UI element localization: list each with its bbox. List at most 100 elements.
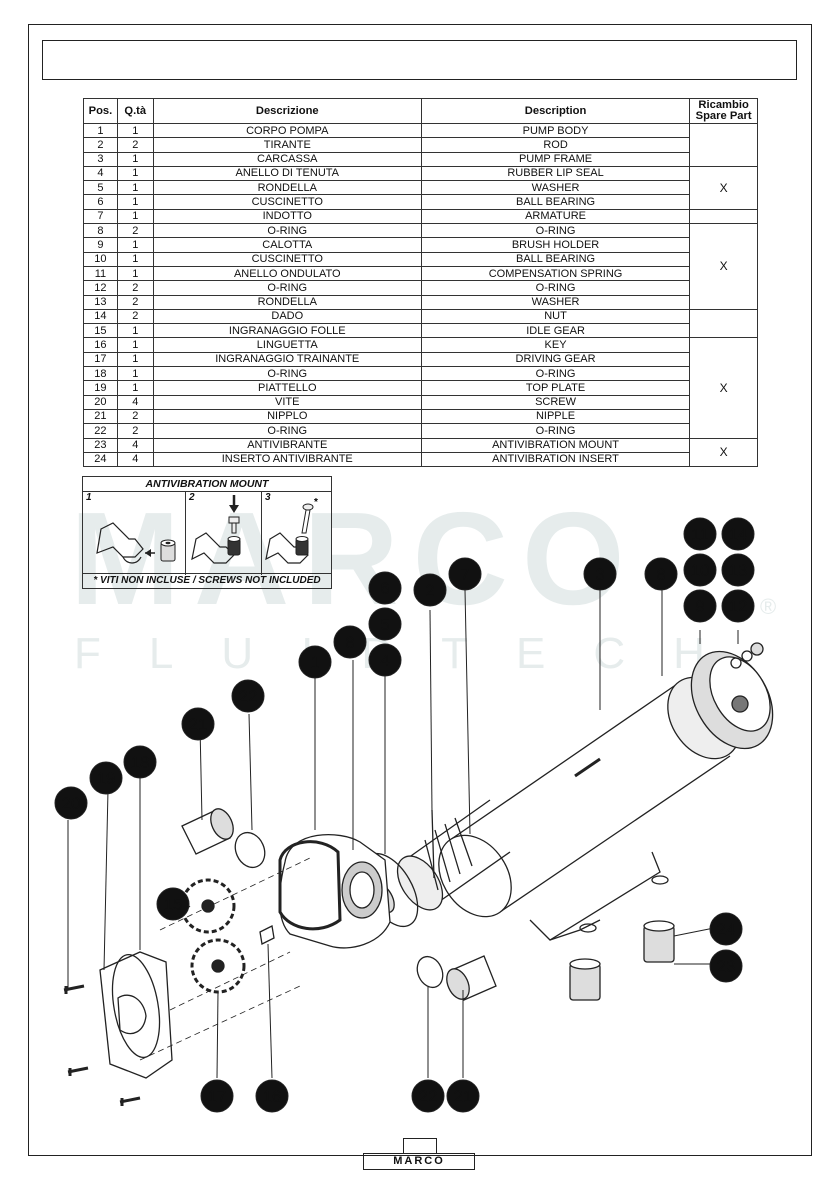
mount-step-1-drawing <box>96 522 176 564</box>
callout-9: 9 <box>683 589 717 623</box>
callout-10: 10 <box>683 553 717 587</box>
table-cell-spare-part: X <box>689 223 758 310</box>
page-frame <box>28 24 812 1156</box>
callout-22b: 22 <box>411 1079 445 1113</box>
svg-text:5: 5 <box>380 615 389 634</box>
table-cell-descrizione: ANELLO ONDULATO <box>152 265 422 282</box>
table-cell-pos: 12 <box>83 280 118 296</box>
svg-text:23: 23 <box>717 957 736 976</box>
table-cell-pos: 2 <box>83 137 118 153</box>
svg-text:20: 20 <box>62 794 81 813</box>
callout-6: 6 <box>368 571 402 605</box>
table-cell-description: COMPENSATION SPRING <box>420 265 691 282</box>
table-cell-description: WASHER <box>420 180 691 196</box>
callout-11: 11 <box>683 517 717 551</box>
table-cell-descrizione: CARCASSA <box>152 151 422 167</box>
table-cell-descrizione: TIRANTE <box>152 137 422 153</box>
step-number: 3 <box>265 492 271 503</box>
exploded-pump-diagram <box>63 590 774 1106</box>
table-cell-qta: 1 <box>116 237 154 253</box>
antivibration-note: * VITI NON INCLUSE / SCREWS NOT INCLUDED <box>83 573 331 588</box>
footer-logo: MARCO <box>363 1153 475 1170</box>
table-cell-descrizione: RONDELLA <box>152 180 422 196</box>
svg-text:22: 22 <box>419 1087 438 1106</box>
table-cell-description: O-RING <box>420 223 691 239</box>
table-cell-description: BRUSH HOLDER <box>420 237 691 253</box>
table-cell-description: ROD <box>420 137 691 153</box>
svg-text:22: 22 <box>239 687 258 706</box>
table-cell-description: BALL BEARING <box>420 194 691 210</box>
step-number: 2 <box>189 492 195 503</box>
antivibration-step-2: 2 <box>186 491 262 575</box>
table-cell-pos: 5 <box>83 180 118 196</box>
header-spare: Ricambio Spare Part <box>689 98 758 124</box>
table-cell-pos: 8 <box>83 223 118 239</box>
callout-8a: 8 <box>333 625 367 659</box>
table-cell-description: RUBBER LIP SEAL <box>420 165 691 182</box>
callout-3: 3 <box>583 557 617 591</box>
table-cell-pos: 6 <box>83 194 118 210</box>
table-cell-descrizione: O-RING <box>152 223 422 239</box>
svg-text:11: 11 <box>691 525 709 544</box>
svg-text:21: 21 <box>454 1087 473 1106</box>
parts-table: Pos. Q.tà Descrizione Description Ricamb… <box>83 98 758 468</box>
table-cell-spare-part: X <box>689 437 758 468</box>
antivibration-step-1: 1 <box>83 491 186 575</box>
callout-13: 13 <box>721 553 755 587</box>
callout-15: 15 <box>156 887 190 921</box>
table-cell-descrizione: CALOTTA <box>152 237 422 253</box>
table-cell-pos: 9 <box>83 237 118 253</box>
table-cell-spare-part <box>689 208 758 225</box>
callout-4: 4 <box>368 643 402 677</box>
table-cell-description: ANTIVIBRATION MOUNT <box>420 437 691 453</box>
callout-16: 16 <box>255 1079 289 1113</box>
table-cell-descrizione: CORPO POMPA <box>152 122 422 139</box>
table-cell-pos: 3 <box>83 151 118 167</box>
table-cell-pos: 10 <box>83 251 118 267</box>
svg-text:1: 1 <box>310 653 319 672</box>
table-cell-descrizione: INSERTO ANTIVIBRANTE <box>152 451 422 468</box>
table-cell-pos: 13 <box>83 294 118 310</box>
callout-8b: 8 <box>644 557 678 591</box>
footer-page-tab <box>403 1138 437 1154</box>
table-cell-description: SCREW <box>420 394 691 410</box>
header-spare-part: Spare Part <box>695 110 752 122</box>
callout-23: 23 <box>709 949 743 983</box>
svg-text:15: 15 <box>164 895 183 914</box>
callout-18: 18 <box>123 745 157 779</box>
svg-text:18: 18 <box>131 753 150 772</box>
svg-text:13: 13 <box>729 561 748 580</box>
table-cell-descrizione: VITE <box>152 394 422 410</box>
table-cell-description: PUMP BODY <box>420 122 691 139</box>
svg-text:8: 8 <box>656 565 665 584</box>
table-cell-description: ARMATURE <box>420 208 691 225</box>
callout-7: 7 <box>448 557 482 591</box>
table-cell-pos: 23 <box>83 437 118 453</box>
svg-text:14: 14 <box>729 525 748 544</box>
antivibration-box: ANTIVIBRATION MOUNT 1 2 3 * <box>82 476 332 589</box>
table-cell-pos: 7 <box>83 208 118 225</box>
svg-text:10: 10 <box>691 561 710 580</box>
table-cell-spare-part: X <box>689 337 758 439</box>
table-cell-pos: 24 <box>83 451 118 468</box>
callout-12: 12 <box>721 589 755 623</box>
callout-21a: 21 <box>181 707 215 741</box>
callout-17: 17 <box>200 1079 234 1113</box>
table-cell-description: BALL BEARING <box>420 251 691 267</box>
svg-text:8: 8 <box>345 633 354 652</box>
callout-2: 2 <box>413 573 447 607</box>
watermark-brand: MARCO <box>70 492 639 632</box>
table-cell-descrizione: CUSCINETTO <box>152 194 422 210</box>
